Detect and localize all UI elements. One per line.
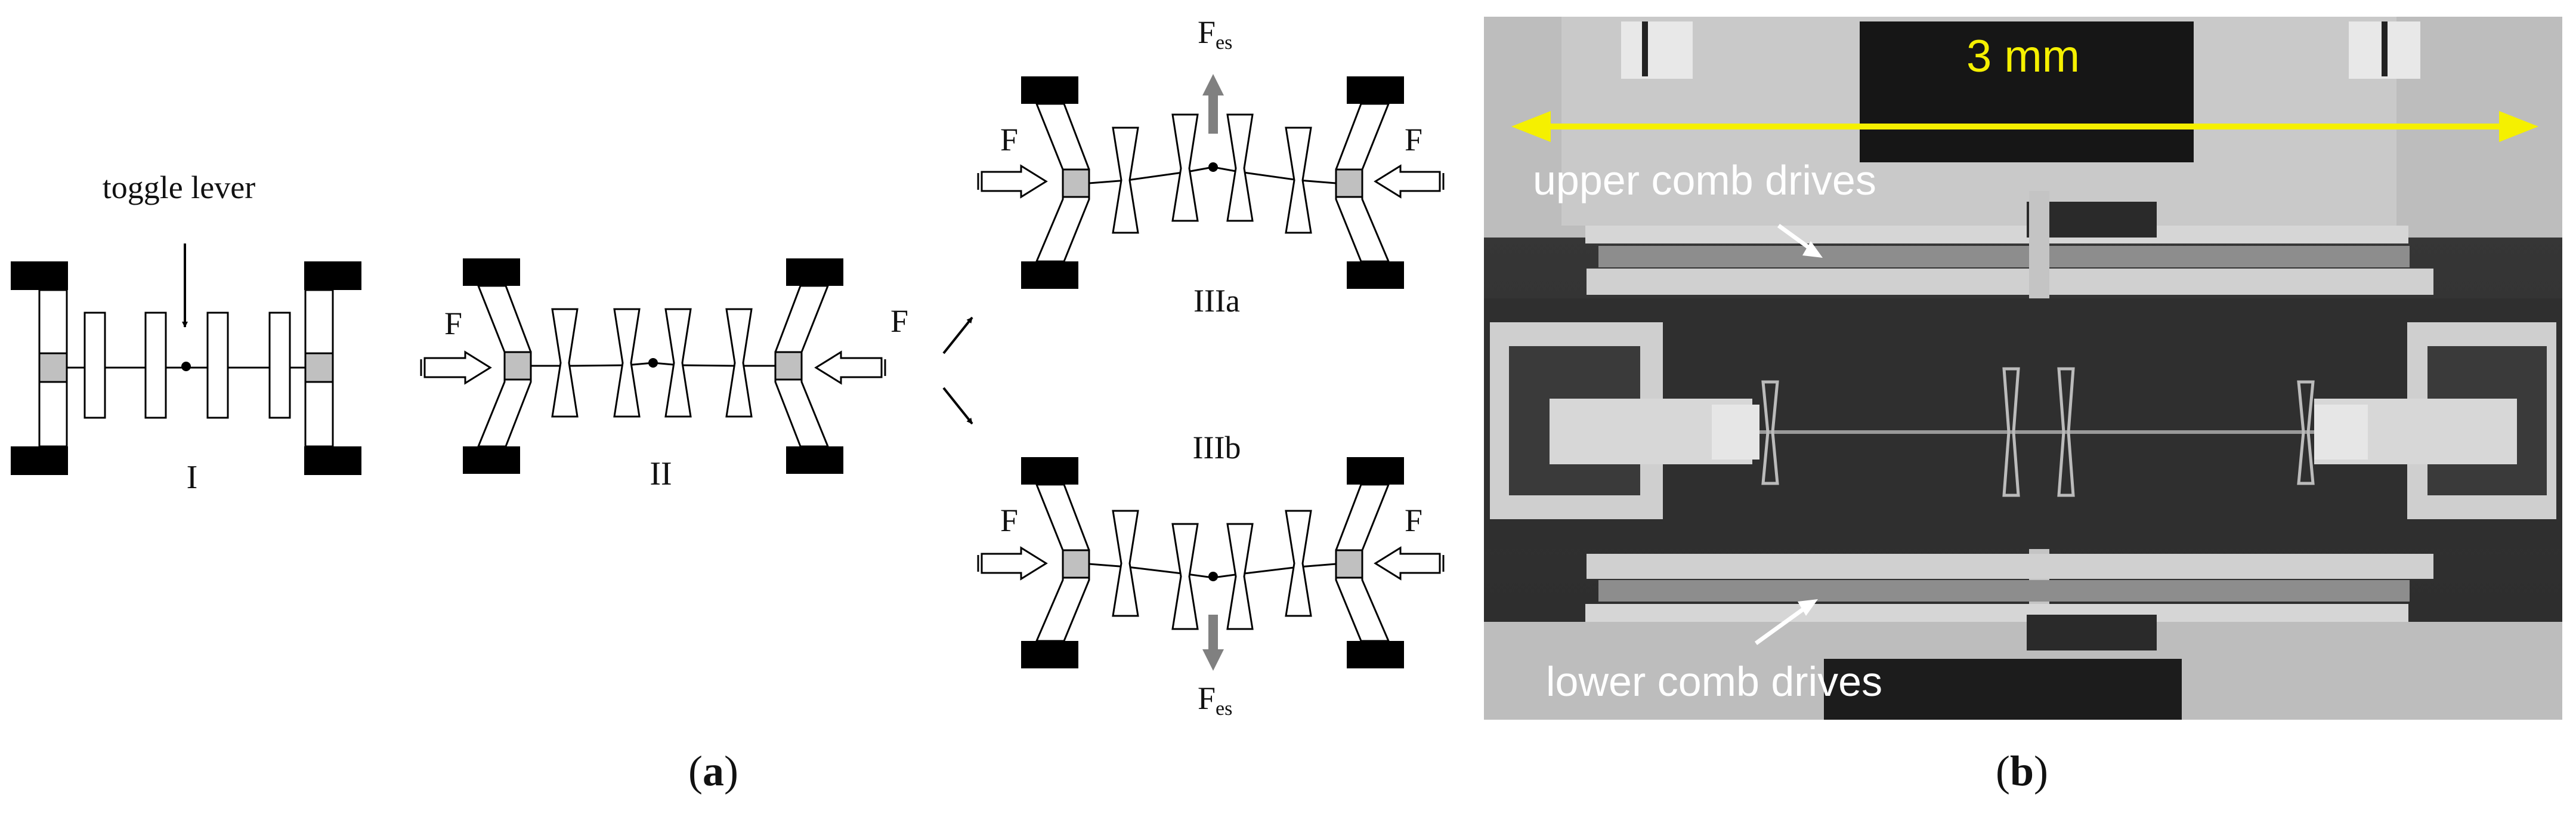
stage-i-diagram: toggle lever I (11, 169, 361, 496)
toggle-lever-label: toggle lever (103, 169, 255, 205)
stage-ii-diagram: F F II (420, 258, 908, 492)
upper-comb-drives-label: upper comb drives (1533, 157, 1876, 204)
shuttle (1335, 549, 1363, 579)
force-arrow-left (423, 350, 492, 385)
stage-iiib-diagram: IIIb Fes F F (977, 430, 1445, 720)
anchor (304, 446, 361, 475)
bowtie-flexure (1226, 523, 1254, 630)
bowtie-flexure (725, 308, 753, 418)
toggle-link (206, 312, 229, 419)
anchor (463, 446, 520, 474)
anchor (463, 258, 520, 286)
lower-comb-drive (1598, 580, 2410, 602)
shuttle (774, 351, 803, 381)
force-label: F (1000, 502, 1018, 538)
force-arrow-right (1374, 546, 1441, 581)
anchor (1347, 261, 1404, 289)
lower-comb-drives-label: lower comb drives (1546, 658, 1882, 705)
branch-arrow-down (942, 387, 973, 425)
center-point (181, 362, 191, 371)
bowtie-flexure (1226, 113, 1254, 222)
fes-label: Fes (1198, 680, 1232, 720)
bowtie-flexure (1285, 127, 1312, 234)
upper-comb-pointer (1777, 224, 1815, 252)
panel-b-micrograph: 3 mm upper comb drives lower comb drives… (1484, 17, 2562, 795)
panel-a: toggle lever I F (11, 14, 1445, 795)
scale-bar-right-head (2499, 111, 2538, 142)
left-shuttle (1712, 405, 1759, 460)
scale-bar-label: 3 mm (1966, 31, 2080, 82)
shuttle (304, 352, 334, 383)
anchor (786, 258, 843, 286)
anchor (1021, 261, 1078, 289)
lower-comb-pointer (1754, 605, 1809, 645)
anchor (786, 446, 843, 474)
anchor (1347, 76, 1404, 104)
caption-b: (b) (1996, 747, 2048, 795)
center-point (1208, 572, 1218, 581)
bowtie-flexure (664, 308, 692, 418)
top-bond-pad (1860, 21, 2194, 162)
force-label: F (1405, 122, 1422, 158)
shuttle (1062, 168, 1090, 198)
stage-iiia-diagram: Fes F F IIIa (977, 14, 1445, 319)
anchor (11, 261, 68, 290)
fes-label: Fes (1198, 14, 1232, 54)
anchor (1021, 641, 1078, 668)
force-arrow-right (1374, 164, 1441, 199)
anchor (304, 261, 361, 290)
upper-comb-drive (1598, 246, 2410, 267)
force-label: F (890, 303, 908, 339)
force-arrow-left (981, 546, 1048, 581)
right-shuttle (2314, 405, 2368, 460)
branch-arrow-up (942, 316, 973, 354)
scale-bar-left-head (1511, 111, 1551, 142)
bowtie-flexure (1112, 510, 1139, 617)
anchor (11, 446, 68, 475)
force-label: F (1405, 502, 1422, 538)
shuttle (1335, 168, 1363, 198)
anchor (1021, 457, 1078, 485)
bowtie-flexure (1171, 113, 1199, 222)
force-label: F (444, 306, 462, 341)
stage-iiia-label: IIIa (1193, 283, 1240, 319)
center-point (1208, 162, 1218, 172)
center-point (648, 358, 658, 368)
stage-i-label: I (187, 459, 198, 496)
shuttle (503, 351, 532, 381)
force-arrow-left (981, 164, 1048, 199)
electrostatic-force-arrow-up (1202, 74, 1224, 134)
toggle-link (84, 312, 106, 419)
electrostatic-force-arrow-down (1202, 615, 1224, 671)
bowtie-flexure (551, 308, 579, 418)
shuttle (38, 352, 68, 383)
shuttle (1062, 549, 1090, 579)
toggle-link (268, 312, 291, 419)
force-label: F (1000, 122, 1018, 158)
bowtie-flexure (1171, 523, 1199, 630)
bowtie-flexure (1112, 127, 1139, 234)
caption-a: (a) (688, 747, 738, 795)
bowtie-flexure (1285, 510, 1312, 617)
force-arrow-right (814, 350, 883, 385)
bowtie-flexure (613, 308, 641, 418)
toggle-link (144, 312, 167, 419)
anchor (1347, 641, 1404, 668)
stage-ii-label: II (650, 455, 672, 492)
stage-iiib-label: IIIb (1193, 430, 1241, 465)
anchor (1347, 457, 1404, 485)
bottom-bond-pad (1824, 659, 2182, 720)
anchor (1021, 76, 1078, 104)
